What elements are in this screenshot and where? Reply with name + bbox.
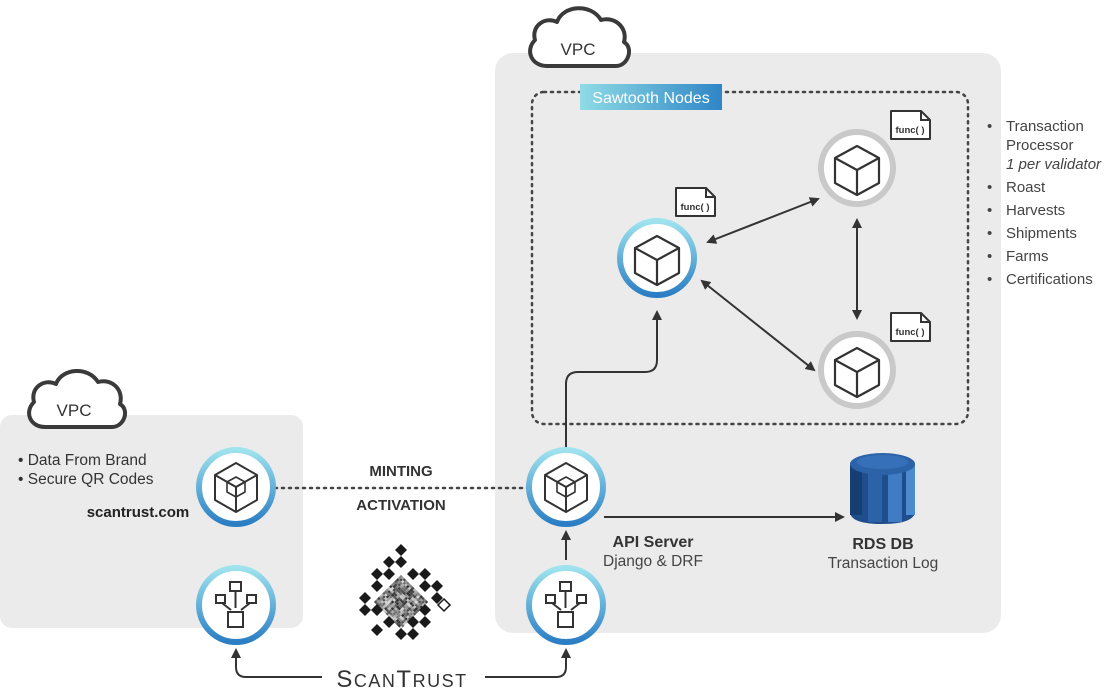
svg-text:• Data From Brand: • Data From Brand [18,452,147,469]
qr-diamond [371,568,383,580]
svg-text:•: • [987,179,992,196]
arrow-brand-to-right-gateway [485,648,571,678]
qr-hollow-diamond [436,597,452,613]
legend-tp-note: 1 per validator [1006,156,1102,173]
qr-diamond [407,616,419,628]
legend-tp-line2: Processor [1006,137,1074,154]
qr-diamond [371,604,383,616]
func-document-icon-2: func( ) [890,110,931,140]
sawtooth-nodes-region [530,90,970,426]
qr-diamond [419,616,431,628]
arrow-brand-to-left-gateway [231,648,322,678]
qr-diamond [383,568,395,580]
cube-icon [544,462,588,513]
svg-text:•: • [987,248,992,265]
cube-icon [214,462,258,513]
qr-diamond [419,580,431,592]
svg-text:•: • [987,118,992,135]
legend-tp-line1: Transaction [1006,118,1084,135]
left-scantrust-node [196,447,276,527]
func-label-2: func( ) [895,125,924,136]
qr-diamond [359,604,371,616]
sawtooth-node-3 [818,331,896,409]
rds-title: RDS DB [852,536,913,553]
qr-diamond [395,628,407,640]
distribution-icon [215,581,257,628]
qr-diamond [395,556,407,568]
qr-diamond [419,568,431,580]
qr-diamond [371,624,383,636]
left-gateway-node [196,565,276,645]
cube-icon [833,346,881,399]
qr-diamond [407,568,419,580]
svg-text:• Secure QR Codes: • Secure QR Codes [18,471,154,488]
sawtooth-node-2 [818,129,896,207]
bullet-data-from-brand: Data From Brand [28,452,147,469]
arrow-node1-node2 [706,197,820,244]
api-server-subtitle: Django & DRF [603,553,703,570]
qr-diamond [383,556,395,568]
qr-diamond [383,616,395,628]
qr-diamond [431,592,443,604]
svg-text:•: • [987,202,992,219]
left-vpc-cloud-icon: VPC [27,369,128,429]
rds-database-icon [850,453,915,524]
legend-certifications: Certifications [1006,271,1093,288]
left-vpc-label: VPC [57,401,92,420]
qr-diamond [359,592,371,604]
legend-shipments: Shipments [1006,225,1077,242]
rds-subtitle: Transaction Log [828,555,939,572]
qr-diamond [431,580,443,592]
legend-roast: Roast [1006,179,1046,196]
func-document-icon-3: func( ) [890,312,931,342]
cube-icon [633,234,681,287]
qr-diamond [407,628,419,640]
sawtooth-node-1 [617,218,697,298]
func-document-icon-1: func( ) [675,187,716,217]
minting-label: MINTING [369,463,432,480]
left-bullets: • Data From Brand • Secure QR Codes [18,452,154,488]
legend-farms: Farms [1006,248,1049,265]
func-label-3: func( ) [895,327,924,338]
right-gateway-node [526,565,606,645]
func-label-1: func( ) [680,202,709,213]
activation-label: ACTIVATION [356,497,445,514]
legend-harvests: Harvests [1006,202,1065,219]
sawtooth-label-box [580,84,722,110]
bullet-secure-qr: Secure QR Codes [28,471,154,488]
qr-diamond [395,544,407,556]
qr-diamond [371,580,383,592]
sawtooth-nodes-label: Sawtooth Nodes [592,90,709,107]
svg-text:•: • [987,271,992,288]
scantrust-logo: SCANTRUST [336,666,467,690]
right-vpc-label: VPC [561,40,596,59]
cube-icon [833,144,881,197]
arrows [231,197,862,678]
distribution-icon [545,581,587,628]
scantrust-site-label: scantrust.com [87,504,190,521]
svg-text:•: • [987,225,992,242]
arrow-node1-node3 [700,279,816,372]
arrow-api-to-node [565,310,662,447]
right-vpc-cloud-icon: VPC [528,6,632,68]
api-server-node [526,447,606,527]
api-server-title: API Server [613,534,694,551]
transaction-legend: • Transaction Processor 1 per validator … [987,118,1102,288]
secure-qr-code-icon [359,544,452,640]
qr-diamond [419,604,431,616]
